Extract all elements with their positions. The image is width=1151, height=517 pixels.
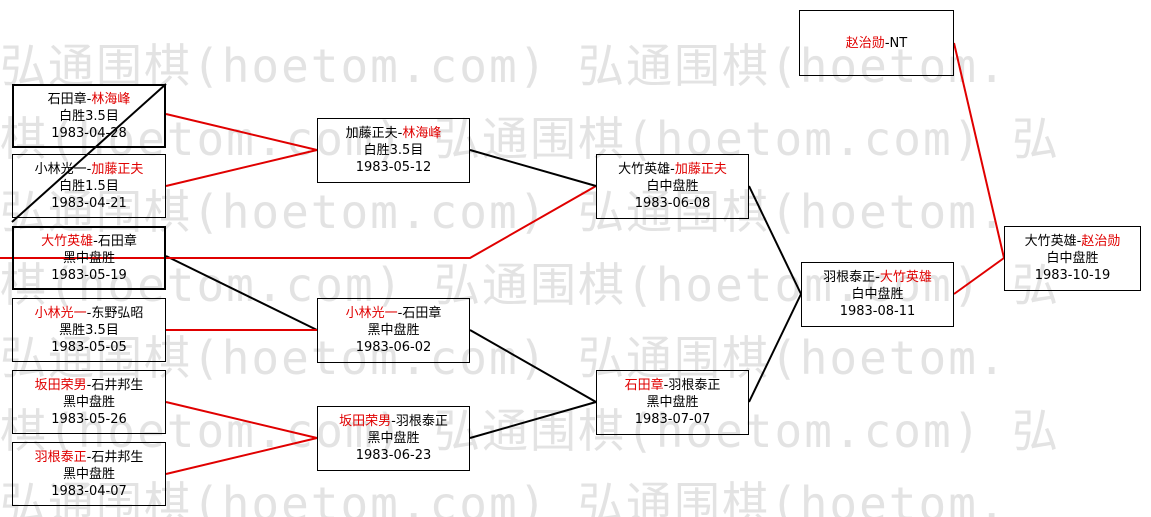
match-players: 坂田荣男-羽根泰正 — [339, 414, 448, 429]
player-1: 大竹英雄 — [41, 233, 94, 249]
bracket-line — [748, 293, 802, 403]
match-box: 羽根泰正-石井邦生 黑中盘胜 1983-04-07 — [12, 442, 166, 506]
player-2: 东野弘昭 — [91, 305, 144, 321]
player-2: 加藤正夫 — [674, 162, 727, 177]
match-box: 大竹英雄-石田章 黑中盘胜 1983-05-19 — [12, 226, 166, 290]
player-1: 小林光一 — [34, 305, 87, 321]
player-2: 加藤正夫 — [91, 161, 144, 177]
bracket-line — [165, 401, 318, 439]
match-date: 1983-08-11 — [839, 304, 916, 319]
match-result: 白胜1.5目 — [59, 178, 119, 194]
match-players: 赵治勋-NT — [845, 35, 908, 51]
match-players: 羽根泰正-石井邦生 — [34, 449, 144, 465]
match-box: 坂田荣男-羽根泰正 黑中盘胜 1983-06-23 — [317, 406, 470, 471]
player-1: 坂田荣男 — [34, 377, 87, 393]
bracket-line — [165, 149, 318, 187]
player-2: 石田章 — [97, 233, 137, 249]
player-2: 石井邦生 — [91, 449, 144, 465]
match-players: 大竹英雄-加藤正夫 — [618, 162, 727, 177]
match-result: 白中盘胜 — [646, 179, 699, 194]
match-date: 1983-05-19 — [51, 267, 127, 283]
player-2: 赵治勋 — [1081, 234, 1121, 249]
player-1: 石田章 — [47, 91, 87, 107]
player-1: 羽根泰正 — [34, 449, 87, 465]
champion-box: 赵治勋-NT — [799, 10, 954, 76]
match-date: 1983-05-26 — [51, 411, 127, 427]
player-1: 小林光一 — [34, 161, 87, 177]
bracket-line — [469, 329, 597, 403]
match-box: 石田章-羽根泰正 黑中盘胜 1983-07-07 — [596, 370, 749, 435]
match-date: 1983-04-21 — [51, 195, 127, 211]
match-result: 白中盘胜 — [851, 287, 904, 302]
match-box: 石田章-林海峰 白胜3.5目 1983-04-28 — [12, 84, 166, 148]
player-2: 石井邦生 — [91, 377, 144, 393]
player-1: 石田章 — [624, 378, 664, 393]
match-box: 羽根泰正-大竹英雄 白中盘胜 1983-08-11 — [801, 262, 954, 327]
match-result: 白中盘胜 — [1046, 251, 1099, 266]
bracket-line — [469, 149, 597, 187]
match-players: 大竹英雄-赵治勋 — [1024, 234, 1121, 249]
match-box: 小林光一-东野弘昭 黑胜3.5目 1983-05-05 — [12, 298, 166, 362]
match-date: 1983-05-12 — [355, 160, 432, 175]
match-date: 1983-04-28 — [51, 125, 127, 141]
bracket-line — [0, 185, 597, 259]
match-result: 黑中盘胜 — [367, 323, 420, 338]
bracket-line — [165, 255, 318, 331]
player-2: 大竹英雄 — [879, 270, 932, 285]
player-1: 加藤正夫 — [345, 126, 398, 141]
match-date: 1983-06-08 — [634, 196, 711, 211]
match-date: 1983-04-07 — [51, 483, 127, 499]
player-2: 羽根泰正 — [668, 378, 721, 393]
bracket-line — [165, 437, 318, 475]
bracket-line — [953, 42, 1005, 259]
match-result: 黑中盘胜 — [646, 395, 699, 410]
match-players: 小林光一-石田章 — [345, 306, 442, 321]
match-box: 加藤正夫-林海峰 白胜3.5目 1983-05-12 — [317, 118, 470, 183]
bracket-line — [165, 113, 318, 151]
bracket-line — [469, 401, 597, 439]
match-result: 白胜3.5目 — [59, 108, 119, 124]
bracket-line — [748, 185, 802, 295]
match-result: 黑中盘胜 — [62, 394, 115, 410]
player-2: 林海峰 — [402, 126, 442, 141]
player-1: 赵治勋 — [845, 35, 885, 51]
match-result: 黑中盘胜 — [62, 250, 115, 266]
player-1: 小林光一 — [345, 306, 398, 321]
match-result: 黑中盘胜 — [367, 431, 420, 446]
player-2: 石田章 — [402, 306, 442, 321]
final-box: 大竹英雄-赵治勋 白中盘胜 1983-10-19 — [1004, 226, 1141, 291]
match-box: 大竹英雄-加藤正夫 白中盘胜 1983-06-08 — [596, 154, 749, 219]
player-2: 林海峰 — [91, 91, 131, 107]
match-result: 黑中盘胜 — [62, 466, 115, 482]
slash-line — [11, 83, 167, 223]
match-players: 小林光一-东野弘昭 — [34, 305, 144, 321]
match-date: 1983-05-05 — [51, 339, 127, 355]
bracket-line — [953, 257, 1005, 295]
player-1: 羽根泰正 — [823, 270, 876, 285]
match-date: 1983-06-23 — [355, 448, 432, 463]
match-date: 1983-06-02 — [355, 340, 432, 355]
match-players: 加藤正夫-林海峰 — [345, 126, 442, 141]
match-players: 石田章-林海峰 — [47, 91, 131, 107]
match-date: 1983-07-07 — [634, 412, 711, 427]
player-2: NT — [889, 35, 908, 51]
match-players: 坂田荣男-石井邦生 — [34, 377, 144, 393]
match-box: 小林光一-石田章 黑中盘胜 1983-06-02 — [317, 298, 470, 363]
match-players: 大竹英雄-石田章 — [41, 233, 137, 249]
match-players: 小林光一-加藤正夫 — [34, 161, 144, 177]
match-players: 羽根泰正-大竹英雄 — [823, 270, 932, 285]
match-result: 白胜3.5目 — [363, 143, 424, 158]
player-1: 大竹英雄 — [618, 162, 671, 177]
match-box: 坂田荣男-石井邦生 黑中盘胜 1983-05-26 — [12, 370, 166, 434]
match-players: 石田章-羽根泰正 — [624, 378, 721, 393]
match-box: 小林光一-加藤正夫 白胜1.5目 1983-04-21 — [12, 154, 166, 218]
match-result: 黑胜3.5目 — [59, 322, 119, 338]
match-date: 1983-10-19 — [1034, 268, 1111, 283]
player-2: 羽根泰正 — [395, 414, 448, 429]
player-1: 坂田荣男 — [339, 414, 392, 429]
player-1: 大竹英雄 — [1024, 234, 1077, 249]
